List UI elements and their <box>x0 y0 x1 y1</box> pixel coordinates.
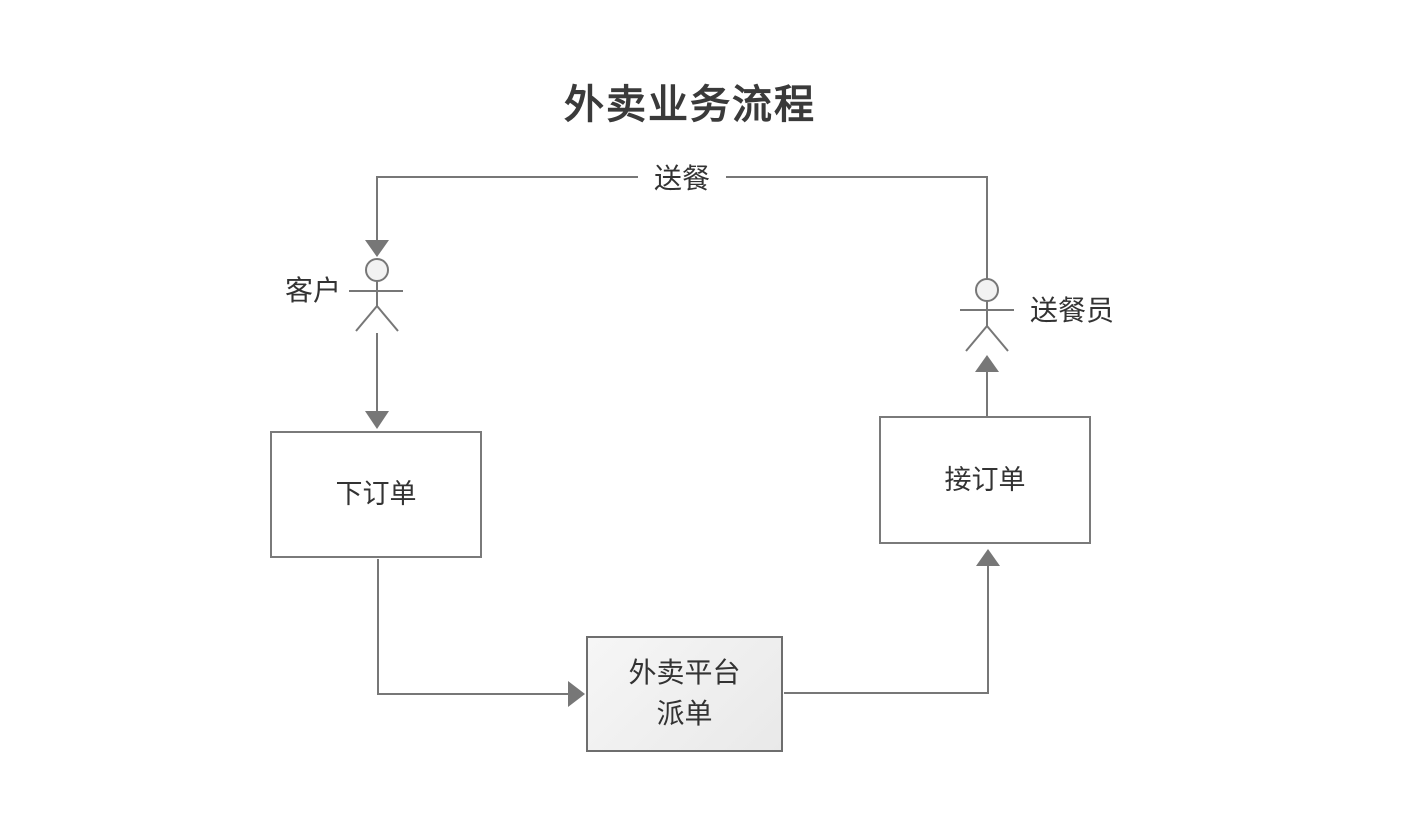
actor-figure-courier <box>960 278 1014 352</box>
customer-leg-left <box>355 305 378 332</box>
node-accept-order-label: 接订单 <box>944 464 1026 495</box>
diagram-title: 外卖业务流程 <box>564 83 816 127</box>
node-platform-dispatch-label-line1: 外卖平台 <box>628 657 741 689</box>
node-accept-order: 接订单 <box>879 416 1091 544</box>
courier-leg-left <box>965 325 988 352</box>
node-place-order: 下订单 <box>270 431 482 558</box>
edge-platform-to-accept-order <box>784 549 1000 694</box>
edge-platform-to-accept-order-line <box>784 566 989 694</box>
node-platform-dispatch-label-line2: 派单 <box>656 698 713 729</box>
edge-accept-order-to-courier <box>975 355 999 416</box>
edge-label-deliver-food: 送餐 <box>637 157 727 197</box>
customer-head <box>365 258 389 282</box>
arrowhead-down-to-customer-icon <box>365 240 389 257</box>
arrowhead-up-to-accept-order-icon <box>976 549 1000 566</box>
arrowhead-down-to-place-order-icon <box>365 411 389 429</box>
edge-customer-to-place-order <box>365 333 389 429</box>
customer-leg-right <box>376 305 399 332</box>
actor-figure-customer <box>349 258 403 332</box>
actor-label-customer: 客户 <box>285 275 342 306</box>
edge-place-order-to-platform-line <box>377 559 568 695</box>
courier-leg-right <box>986 325 1009 352</box>
node-place-order-label: 下订单 <box>335 479 417 510</box>
courier-head <box>975 278 999 302</box>
arrowhead-right-to-platform-icon <box>568 681 585 707</box>
edge-place-order-to-platform <box>377 559 585 707</box>
actor-label-courier: 送餐员 <box>1030 295 1115 326</box>
node-platform-dispatch: 外卖平台 派单 <box>586 636 783 752</box>
arrowhead-up-to-courier-icon <box>975 355 999 372</box>
